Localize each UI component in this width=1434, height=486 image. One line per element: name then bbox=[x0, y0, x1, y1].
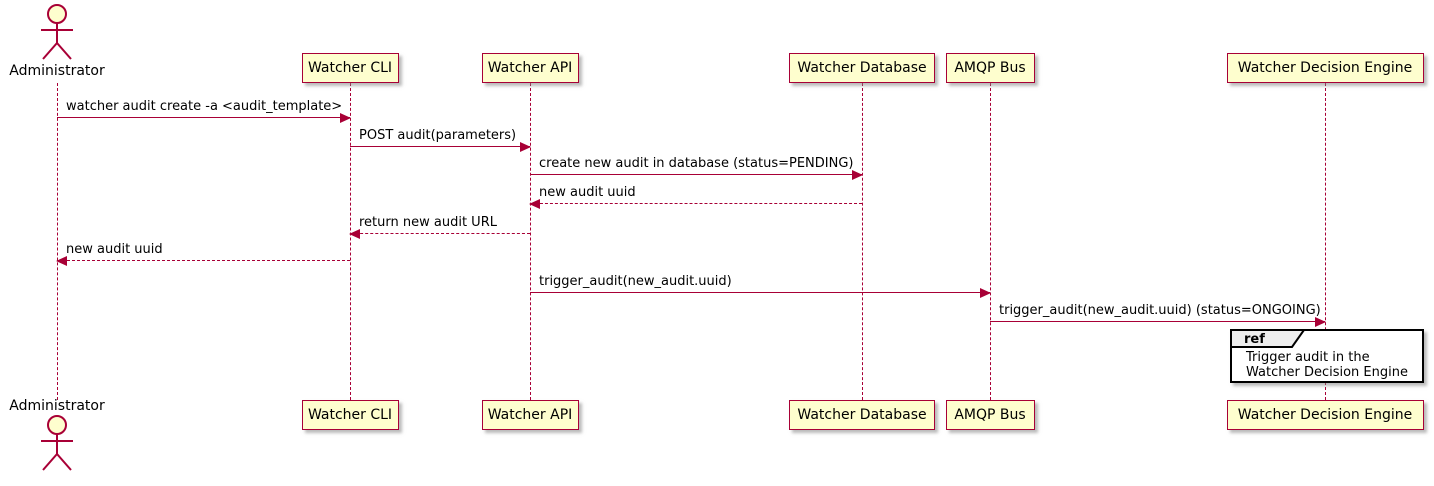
arrowhead-icon bbox=[56, 256, 67, 266]
arrowhead-icon bbox=[1315, 317, 1326, 327]
arrowhead-icon bbox=[529, 199, 540, 209]
lifeline-watcher-cli bbox=[350, 83, 351, 400]
actor-label-administrator-bottom: Administrator bbox=[9, 398, 105, 414]
arrowhead-icon bbox=[340, 113, 351, 123]
lifeline-watcher-database bbox=[862, 83, 863, 400]
ref-tab bbox=[1230, 329, 1306, 353]
message-label: trigger_audit(new_audit.uuid) bbox=[539, 274, 732, 289]
ref-text-line-2: Watcher Decision Engine bbox=[1246, 365, 1408, 380]
message-label: new audit uuid bbox=[539, 185, 636, 200]
participant-amqp-bus-top: AMQP Bus bbox=[945, 53, 1035, 83]
participant-watcher-decision-engine-top: Watcher Decision Engine bbox=[1226, 53, 1424, 83]
message-label: watcher audit create -a <audit_template> bbox=[66, 99, 343, 114]
lifeline-amqp-bus bbox=[990, 83, 991, 400]
participant-watcher-decision-engine-bottom: Watcher Decision Engine bbox=[1226, 400, 1424, 430]
participant-watcher-api-bottom: Watcher API bbox=[481, 400, 579, 430]
message-label: return new audit URL bbox=[359, 215, 497, 230]
message-label: POST audit(parameters) bbox=[359, 128, 517, 143]
arrowhead-icon bbox=[520, 142, 531, 152]
ref-keyword: ref bbox=[1244, 332, 1265, 347]
message-line bbox=[350, 142, 531, 152]
arrowhead-icon bbox=[349, 229, 360, 239]
lifeline-administrator bbox=[57, 83, 58, 400]
participant-amqp-bus-bottom: AMQP Bus bbox=[945, 400, 1035, 430]
message-line bbox=[530, 170, 863, 180]
participant-watcher-database-top: Watcher Database bbox=[789, 53, 935, 83]
participant-watcher-database-bottom: Watcher Database bbox=[789, 400, 935, 430]
administrator-actor-icon-top bbox=[35, 3, 79, 67]
lifeline-watcher-api bbox=[530, 83, 531, 400]
message-label: trigger_audit(new_audit.uuid) (status=ON… bbox=[999, 303, 1321, 318]
participant-watcher-cli-bottom: Watcher CLI bbox=[301, 400, 399, 430]
actor-label-administrator-top: Administrator bbox=[9, 63, 105, 79]
message-line bbox=[56, 256, 350, 266]
arrowhead-icon bbox=[852, 170, 863, 180]
message-line bbox=[990, 317, 1326, 327]
administrator-actor-icon-bottom bbox=[35, 414, 79, 478]
message-line bbox=[349, 229, 530, 239]
participant-watcher-cli-top: Watcher CLI bbox=[301, 53, 399, 83]
arrowhead-icon bbox=[980, 288, 991, 298]
participant-watcher-api-top: Watcher API bbox=[481, 53, 579, 83]
message-line bbox=[57, 113, 351, 123]
message-label: new audit uuid bbox=[66, 242, 163, 257]
message-line bbox=[529, 199, 862, 209]
ref-text-line-1: Trigger audit in the bbox=[1246, 350, 1370, 365]
lifeline-watcher-decision-engine bbox=[1325, 83, 1326, 400]
message-label: create new audit in database (status=PEN… bbox=[539, 156, 854, 171]
message-line bbox=[530, 288, 991, 298]
